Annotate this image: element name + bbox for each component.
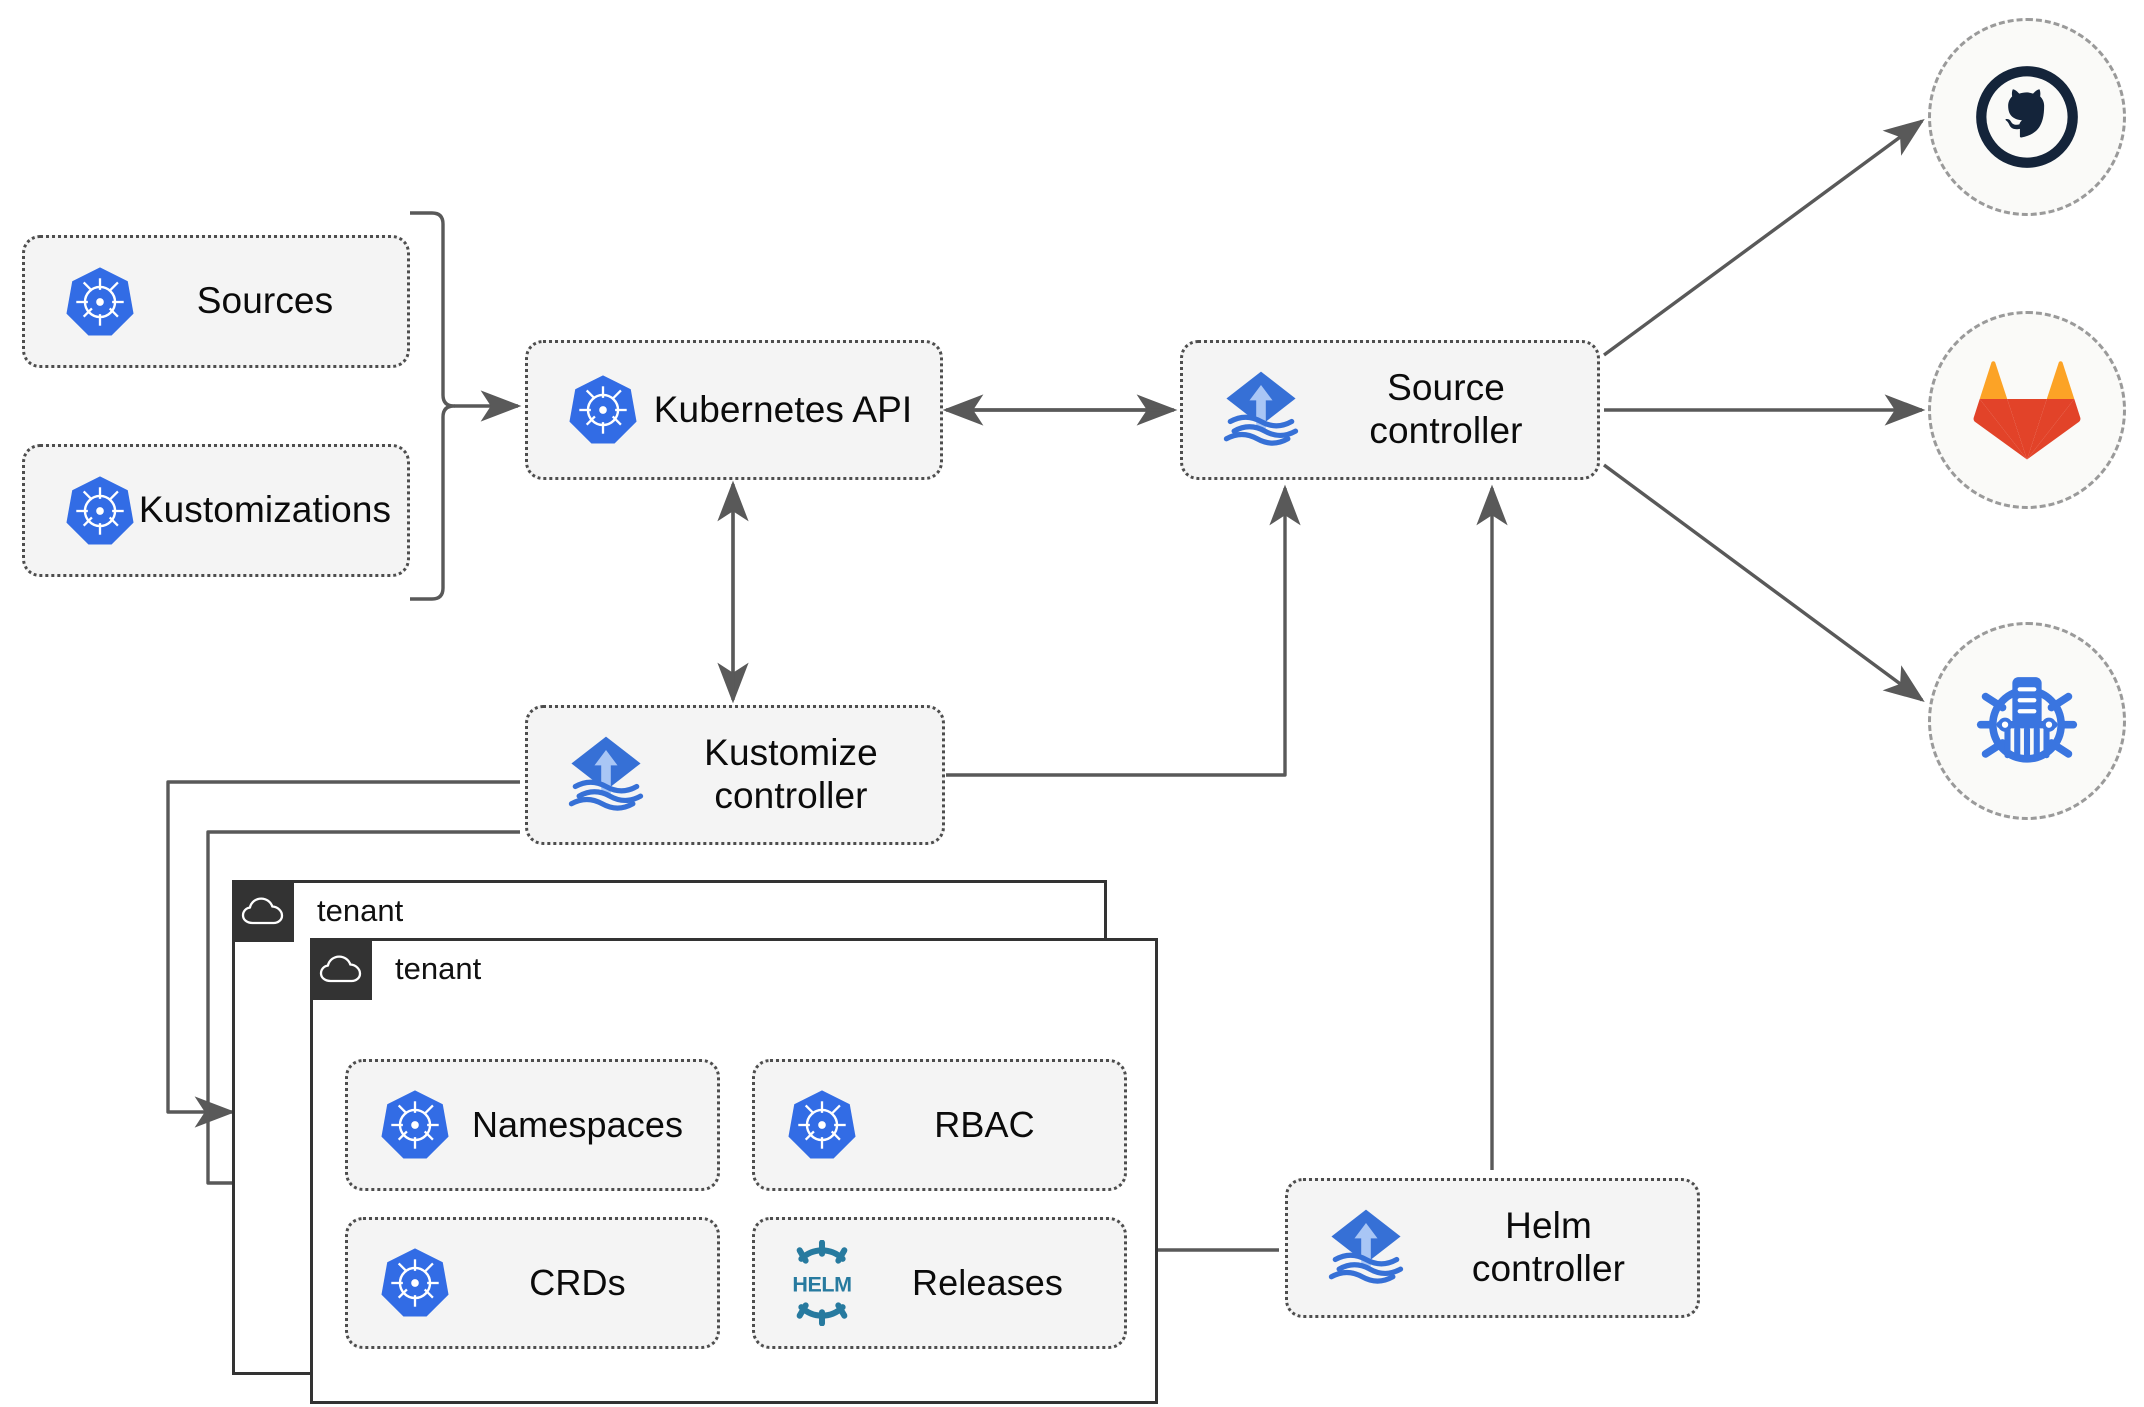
artifacthub-icon xyxy=(1976,677,2078,763)
flux-icon xyxy=(1318,1200,1414,1296)
node-kustomizations[interactable]: Kustomizations xyxy=(22,444,410,577)
node-kubernetes-api-label: Kubernetes API xyxy=(653,388,913,430)
kubernetes-icon xyxy=(63,474,137,548)
kubernetes-icon xyxy=(566,373,640,447)
resource-releases-label: Releases xyxy=(912,1262,1063,1304)
resource-namespaces[interactable]: Namespaces xyxy=(345,1059,720,1191)
tenant-outer-label-wrap: tenant xyxy=(317,880,403,942)
wire-inputs-brace xyxy=(410,211,456,601)
kubernetes-icon xyxy=(378,1088,452,1162)
tenant-inner-tab xyxy=(310,938,372,1000)
helm-icon: HELM xyxy=(779,1240,865,1326)
wire-kustomize-to-tenant-outer xyxy=(166,780,520,1128)
node-kustomizations-label: Kustomizations xyxy=(138,489,392,531)
tenant-outer-tab xyxy=(232,880,294,942)
node-sources[interactable]: Sources xyxy=(22,235,410,368)
node-kustomize-controller[interactable]: Kustomize controller xyxy=(525,705,945,845)
wire-source-to-helmrepo xyxy=(1602,463,1925,703)
tenant-resource-grid: Namespaces xyxy=(345,1059,1127,1349)
kubernetes-icon xyxy=(378,1246,452,1320)
resource-crds[interactable]: CRDs xyxy=(345,1217,720,1349)
cloud-icon xyxy=(241,897,284,925)
resource-rbac-label: RBAC xyxy=(934,1104,1035,1146)
provider-helm-repository[interactable] xyxy=(1928,622,2126,820)
github-icon xyxy=(1976,66,2078,168)
resource-namespaces-label: Namespaces xyxy=(471,1104,684,1146)
node-helm-controller[interactable]: Helm controller xyxy=(1285,1178,1700,1318)
flux-icon xyxy=(1213,362,1309,458)
wire-kustomize-to-source xyxy=(946,484,1301,777)
gitlab-icon xyxy=(1973,361,2081,460)
node-sources-label: Sources xyxy=(196,280,334,322)
resource-rbac[interactable]: RBAC xyxy=(752,1059,1127,1191)
wire-source-to-github xyxy=(1602,118,1925,357)
flux-icon xyxy=(558,727,654,823)
node-source-controller-label: Source controller xyxy=(1369,367,1523,451)
tenant-outer-label: tenant xyxy=(317,893,404,928)
cloud-icon xyxy=(319,955,362,983)
svg-text:HELM: HELM xyxy=(792,1273,851,1297)
kubernetes-icon xyxy=(63,265,137,339)
resource-crds-label: CRDs xyxy=(529,1262,626,1304)
tenant-container-inner: tenant xyxy=(310,938,1158,1404)
node-helm-controller-label: Helm controller xyxy=(1471,1205,1626,1289)
tenant-inner-label: tenant xyxy=(395,951,482,986)
provider-github[interactable] xyxy=(1928,18,2126,216)
node-source-controller[interactable]: Source controller xyxy=(1180,340,1600,480)
tenant-inner-label-wrap: tenant xyxy=(395,938,481,1000)
node-kustomize-controller-label: Kustomize controller xyxy=(704,732,878,816)
kubernetes-icon xyxy=(785,1088,859,1162)
resource-releases[interactable]: HELM Releases xyxy=(752,1217,1127,1349)
node-kubernetes-api[interactable]: Kubernetes API xyxy=(525,340,943,480)
provider-gitlab[interactable] xyxy=(1928,311,2126,509)
